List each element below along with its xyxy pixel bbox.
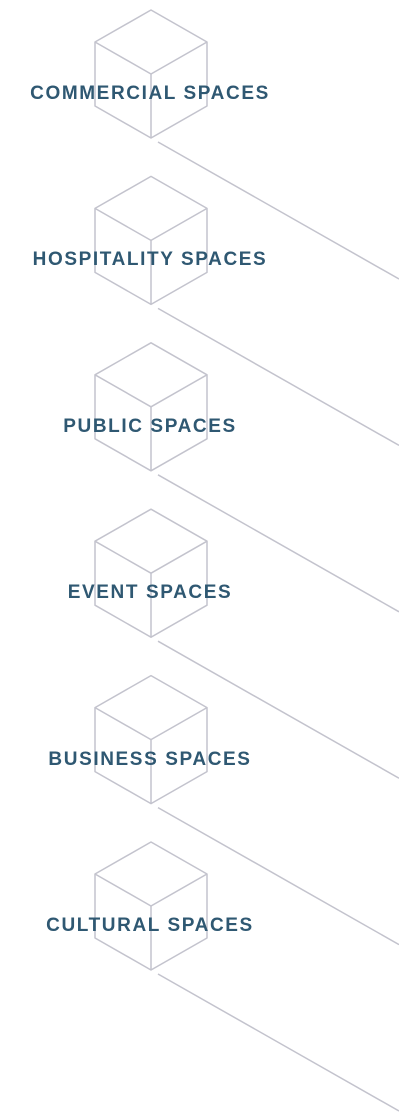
category-link-commercial[interactable]: COMMERCIAL SPACES: [0, 79, 300, 109]
connector-line: [157, 141, 399, 280]
cube-outline-icon: [94, 508, 208, 638]
cube-outline-icon: [94, 841, 208, 971]
cube-outline-icon: [94, 674, 208, 805]
connector-line: [157, 307, 399, 447]
connector-line: [157, 474, 399, 613]
cube-outline-icon: [94, 9, 208, 139]
category-label: BUSINESS SPACES: [48, 748, 252, 770]
category-label: CULTURAL SPACES: [46, 915, 254, 936]
category-label: PUBLIC SPACES: [63, 415, 237, 437]
category-label: HOSPITALITY SPACES: [32, 249, 268, 271]
category-label: EVENT SPACES: [67, 582, 233, 604]
category-label: COMMERCIAL SPACES: [30, 83, 270, 104]
cube-outline-icon: [94, 175, 208, 306]
category-link-business[interactable]: BUSINESS SPACES: [0, 745, 300, 775]
category-link-public[interactable]: PUBLIC SPACES: [0, 412, 300, 442]
cube-outline-icon: [94, 342, 208, 472]
connector-line: [157, 640, 399, 779]
category-link-cultural[interactable]: CULTURAL SPACES: [0, 911, 300, 941]
connector-line: [157, 973, 399, 1112]
category-link-hospitality[interactable]: HOSPITALITY SPACES: [0, 245, 300, 275]
connector-line: [157, 806, 399, 946]
category-link-event[interactable]: EVENT SPACES: [0, 578, 300, 608]
